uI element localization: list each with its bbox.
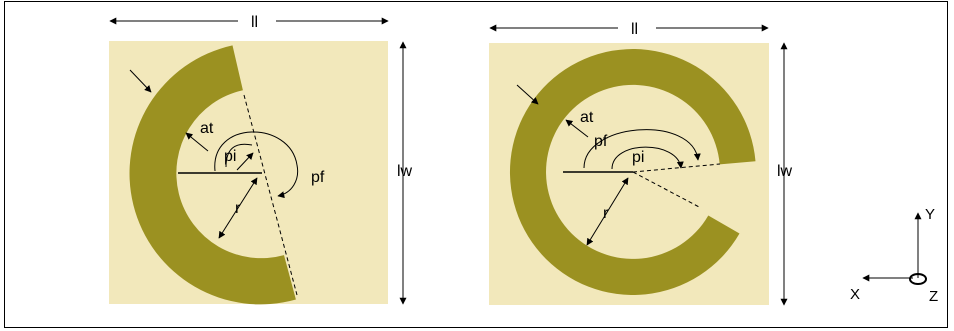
right-ring-sector — [509, 49, 756, 296]
left-at-arrow — [185, 132, 209, 152]
coordinate-axes: Y X Z — [850, 206, 938, 305]
left-at-label: at — [200, 120, 214, 137]
left-outer-pointer-arrow-icon — [129, 69, 152, 93]
x-axis-label: X — [850, 286, 860, 303]
left-pi-arrow — [236, 152, 254, 171]
right-pi-arc — [611, 146, 684, 170]
left-lw-label: lw — [397, 163, 413, 180]
left-r-label: r — [235, 200, 241, 217]
right-at-label: at — [580, 109, 594, 126]
right-r-label: r — [603, 205, 609, 222]
left-panel: ll lw at pi pf r — [109, 14, 413, 305]
right-panel: ll lw at pf pi r — [489, 21, 793, 306]
figure-frame — [4, 1, 948, 328]
right-pf-arc — [583, 129, 701, 169]
left-r-arrow — [218, 177, 258, 239]
left-pf-arc — [214, 131, 299, 199]
right-r-arrow — [586, 177, 629, 246]
left-pi-arc — [225, 143, 253, 168]
z-axis-origin-icon — [909, 273, 927, 285]
z-axis-label: Z — [929, 288, 938, 305]
left-ring-sector — [129, 45, 296, 305]
right-lw-label: lw — [777, 163, 793, 180]
right-outer-pointer-arrow-icon — [516, 84, 539, 105]
right-at-arrow — [565, 119, 589, 138]
right-pi-label: pi — [632, 149, 644, 166]
left-pi-label: pi — [224, 148, 236, 165]
left-ll-label: ll — [251, 14, 258, 31]
left-pf-label: pf — [311, 169, 325, 186]
y-axis-label: Y — [925, 206, 935, 223]
right-ll-label: ll — [631, 21, 638, 38]
right-start-dashed-line — [632, 163, 721, 173]
right-end-dashed-line — [632, 171, 702, 209]
right-pf-label: pf — [594, 133, 608, 150]
